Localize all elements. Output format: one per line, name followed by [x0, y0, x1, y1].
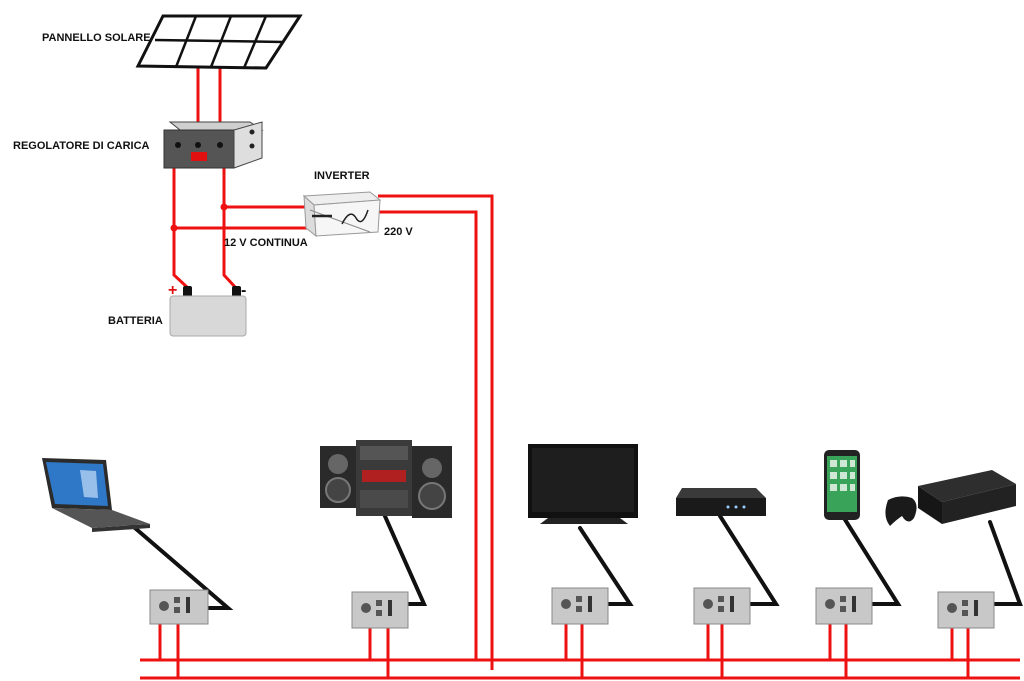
- solar-panel-icon: [135, 14, 303, 70]
- battery-negative-label: -: [241, 282, 246, 299]
- battery-positive-label: +: [168, 282, 177, 299]
- battery-icon: [169, 286, 247, 337]
- dc-voltage-label: 12 V CONTINUA: [224, 237, 308, 249]
- ac-voltage-label: 220 V: [384, 226, 413, 238]
- charge-regulator-icon: [163, 121, 264, 169]
- smartphone-icon: [824, 450, 860, 520]
- laptop-icon: [42, 458, 150, 532]
- game-console-icon: [885, 470, 1016, 526]
- inverter-label: INVERTER: [314, 170, 370, 182]
- battery-label: BATTERIA: [108, 315, 163, 327]
- wiring: [140, 66, 1020, 680]
- charge-regulator-label: REGOLATORE DI CARICA: [13, 140, 150, 152]
- outlet: [693, 587, 751, 625]
- outlet: [937, 591, 995, 629]
- stereo-icon: [320, 440, 452, 518]
- television-icon: [528, 444, 638, 524]
- solar-panel-label: PANNELLO SOLARE: [42, 32, 151, 44]
- outlet: [815, 587, 873, 625]
- router-icon: [676, 488, 766, 516]
- outlet: [351, 591, 409, 629]
- inverter-icon: [302, 191, 382, 238]
- outlet: [149, 589, 209, 625]
- outlet: [551, 587, 609, 625]
